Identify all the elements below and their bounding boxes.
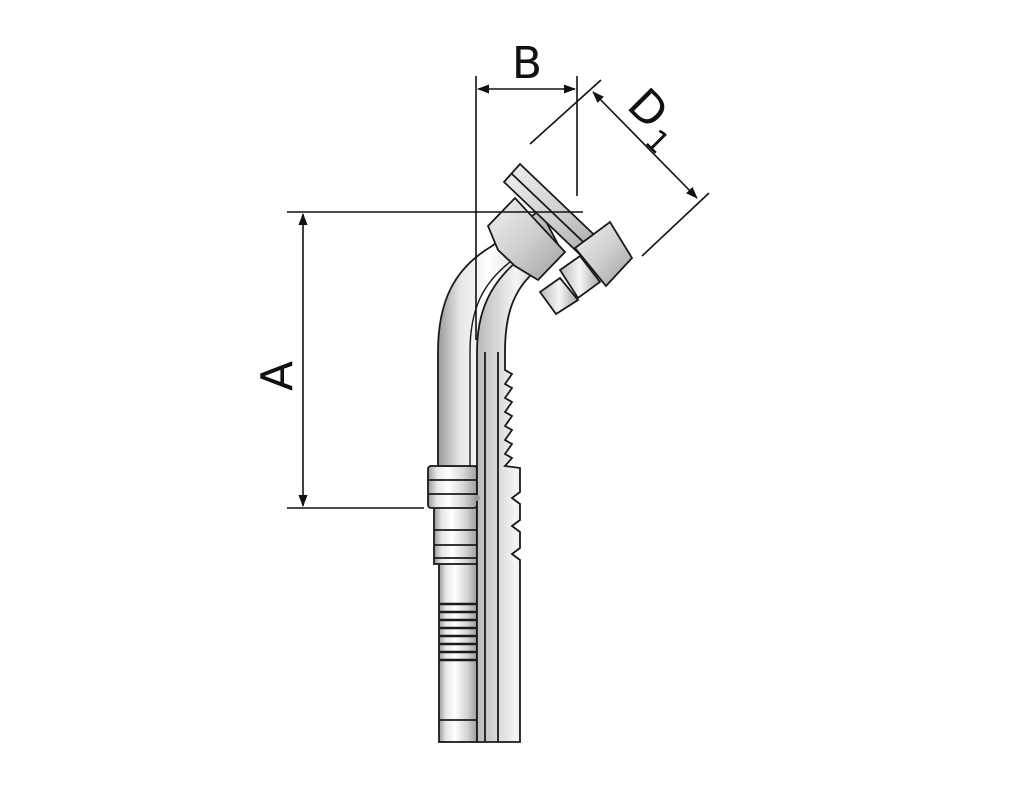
hex-collar <box>427 465 478 509</box>
center-mark <box>474 495 480 501</box>
tail-serrations <box>439 602 477 662</box>
section-view <box>476 238 557 743</box>
dimension-d1-line <box>592 91 698 199</box>
dimension-a-label: A <box>252 361 303 391</box>
flange-face <box>573 220 634 288</box>
dimension-lines <box>287 76 710 509</box>
dimension-b-label: B <box>512 38 542 89</box>
hose-fitting-45-degree-flange-icon <box>427 162 634 743</box>
flange-neck <box>486 196 567 282</box>
collar-lower <box>433 505 478 565</box>
